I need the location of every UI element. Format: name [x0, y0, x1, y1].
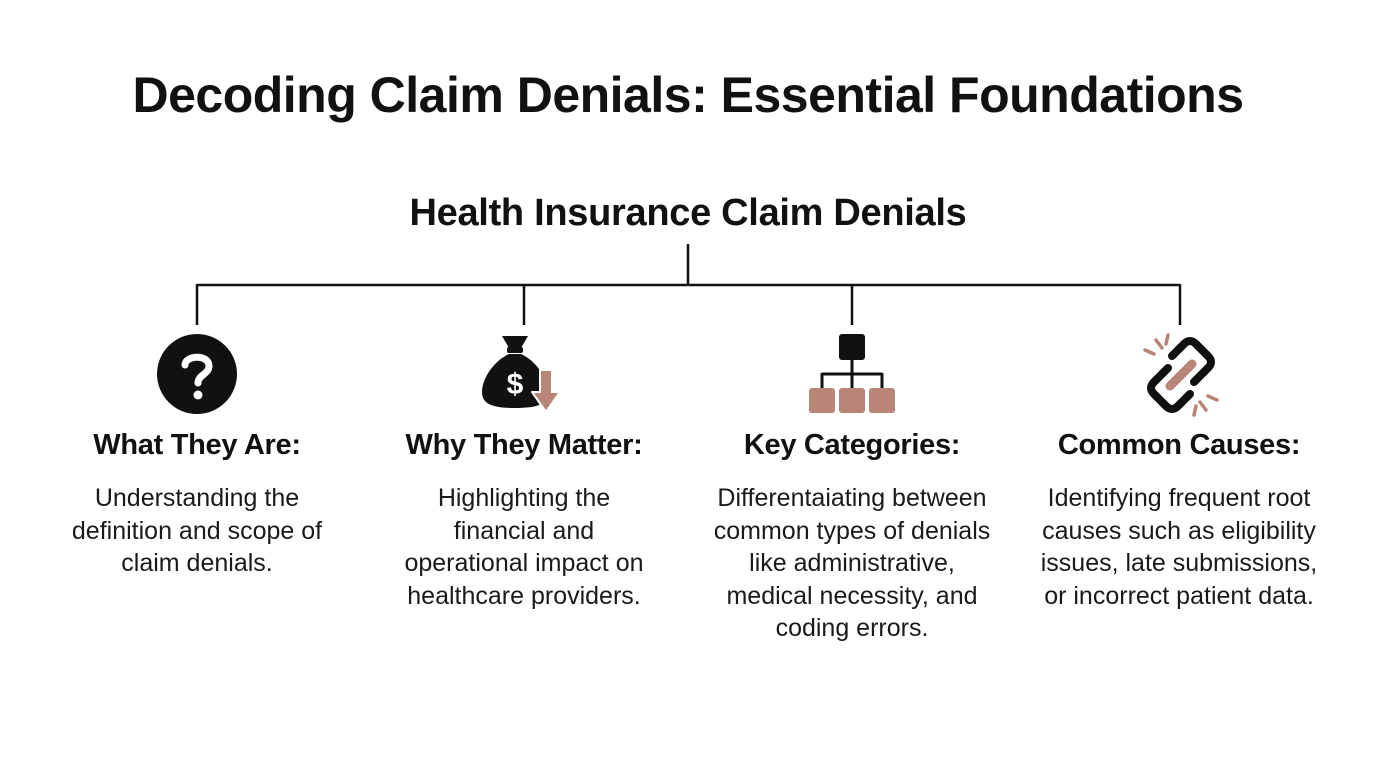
branch-heading-common-causes: Common Causes:	[1057, 429, 1301, 461]
branch-heading-what-they-are: What They Are:	[93, 429, 301, 461]
svg-text:$: $	[507, 368, 524, 401]
branch-heading-key-categories: Key Categories:	[743, 429, 961, 461]
hierarchy-icon	[809, 334, 895, 413]
branch-description-why-they-matter: Highlighting the financial and operation…	[404, 484, 644, 610]
root-node-label: Health Insurance Claim Denials	[409, 192, 967, 234]
page-title: Decoding Claim Denials: Essential Founda…	[132, 67, 1244, 123]
branch-heading-why-they-matter: Why They Matter:	[405, 429, 643, 461]
branch-description-what-they-are: Understanding the definition and scope o…	[71, 484, 323, 577]
money-bag-down-arrow-icon: $	[482, 336, 561, 413]
branch-description-key-categories: Differentaiating between common types of…	[713, 484, 991, 642]
broken-link-icon	[1143, 333, 1219, 417]
question-circle-icon	[157, 334, 237, 414]
branch-description-common-causes: Identifying frequent root causes such as…	[1040, 484, 1318, 610]
